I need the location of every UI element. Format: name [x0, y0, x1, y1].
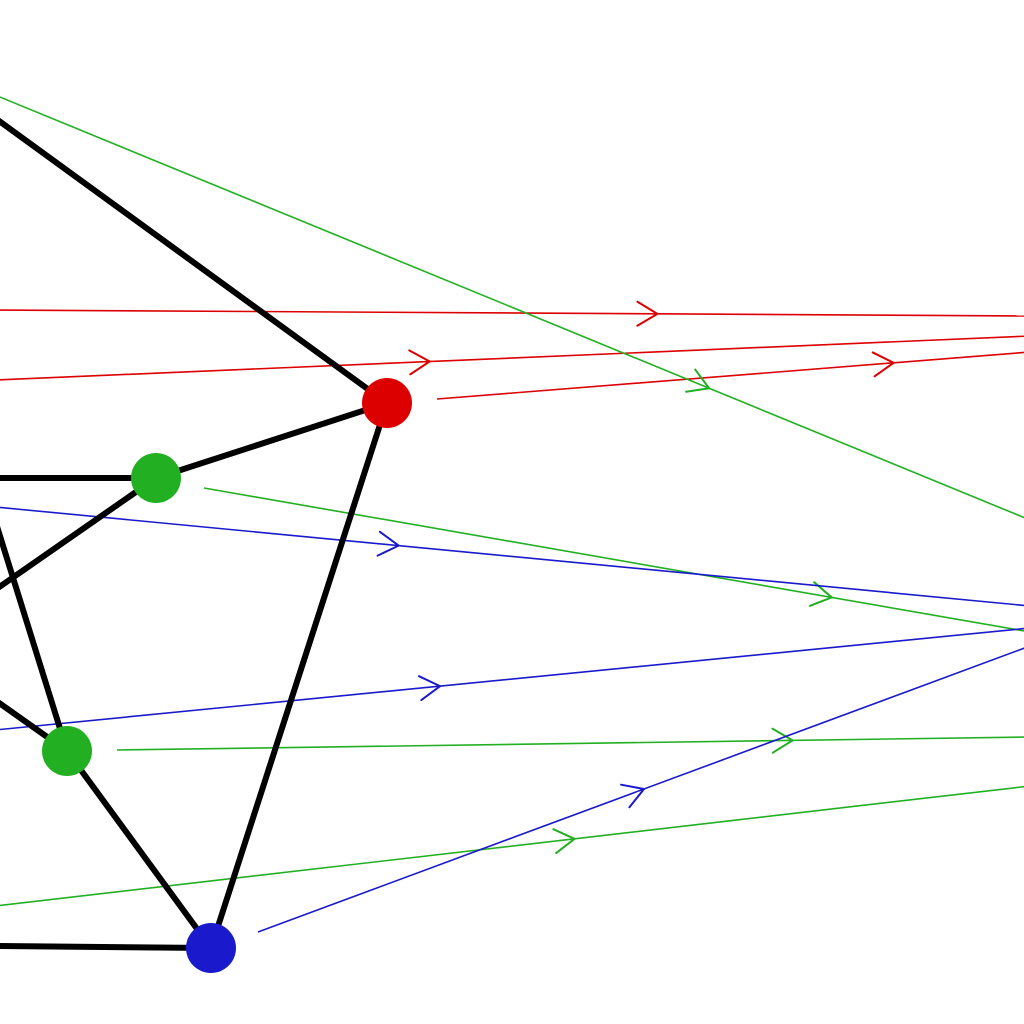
arrowhead-icon: [408, 349, 432, 376]
arc-red-2: [0, 335, 1024, 381]
edge-6: [0, 525, 70, 754]
arc-line: [116, 736, 1024, 751]
arc-line: [0, 335, 1024, 381]
graph-nodes: [42, 378, 412, 973]
arrowhead-icon: [808, 581, 834, 607]
edge-2: [153, 400, 390, 481]
arc-blue-9: [0, 627, 1024, 731]
arc-line: [203, 487, 1024, 632]
blue-node: [186, 923, 236, 973]
arrowhead-icon: [620, 783, 646, 809]
arc-blue-8: [0, 506, 1024, 607]
green-node-lower: [42, 726, 92, 776]
arrowhead-icon: [771, 727, 795, 754]
arc-line: [0, 506, 1024, 607]
red-node: [362, 378, 412, 428]
edge-8: [64, 748, 214, 951]
arc-blue-10: [257, 647, 1024, 933]
arc-line: [0, 785, 1024, 907]
edge-5: [0, 475, 159, 591]
edge-3: [208, 400, 390, 951]
arc-green-6: [116, 727, 1024, 754]
arc-red-3: [436, 351, 1024, 400]
arc-line: [436, 351, 1024, 400]
arc-line: [0, 309, 1024, 317]
green-node-upper: [131, 453, 181, 503]
arc-line: [0, 96, 1024, 519]
arrowhead-icon: [552, 828, 577, 855]
arc-line: [0, 627, 1024, 731]
edge-1: [0, 117, 390, 406]
arrowhead-icon: [636, 300, 660, 327]
arc-green-5: [203, 487, 1024, 632]
arrowhead-icon: [685, 368, 711, 393]
colored-arcs: [0, 96, 1024, 933]
black-edges: [0, 117, 390, 951]
arc-green-4: [0, 96, 1024, 519]
arc-red-1: [0, 300, 1024, 327]
arrowhead-icon: [376, 530, 401, 557]
edge-9: [0, 943, 214, 951]
arc-green-7: [0, 785, 1024, 907]
arrowhead-icon: [417, 675, 442, 702]
arrowhead-icon: [871, 351, 896, 378]
